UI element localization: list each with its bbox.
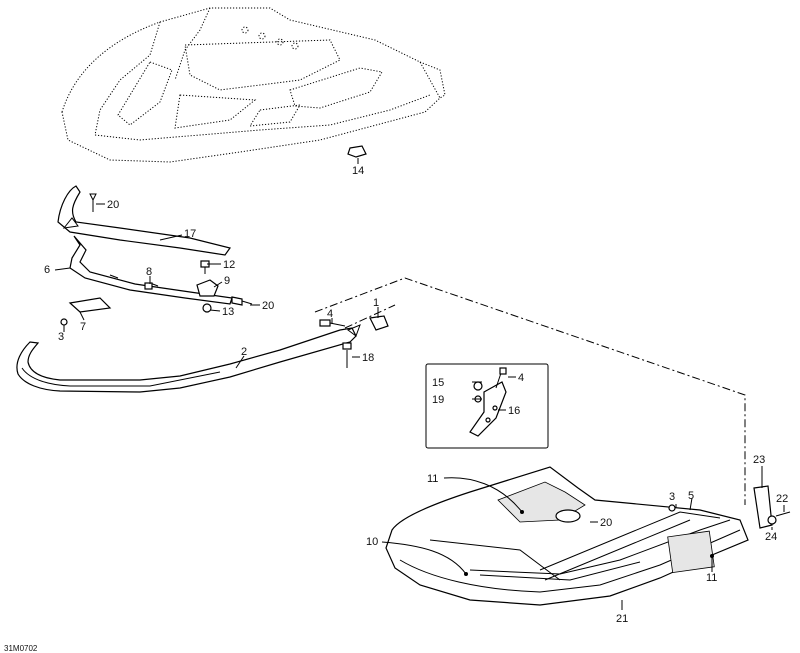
callout-13: 13	[222, 306, 234, 318]
rear-bracket-hardware	[753, 485, 791, 529]
belly-pan-part-21	[385, 466, 749, 606]
callout-15: 15	[432, 377, 444, 389]
detail-inset-box	[425, 363, 549, 449]
callout-11-b: 11	[706, 572, 717, 584]
callout-24: 24	[765, 531, 777, 543]
callout-20-c: 20	[600, 517, 612, 529]
callout-7: 7	[80, 321, 86, 333]
callout-6: 6	[44, 264, 50, 276]
callout-1: 1	[373, 297, 379, 309]
hood-outline	[61, 7, 446, 163]
callout-23: 23	[753, 454, 765, 466]
callout-3-b: 3	[669, 491, 675, 503]
callout-8: 8	[146, 266, 152, 278]
bumper-part-2	[16, 327, 357, 393]
diagram-code: 31M0702	[4, 644, 38, 653]
callout-4-b: 4	[518, 372, 524, 384]
callout-2: 2	[241, 346, 247, 358]
callout-19: 19	[432, 394, 444, 406]
fastener-hardware	[60, 193, 253, 332]
assembly-guide-lines	[314, 277, 746, 505]
callout-3: 3	[58, 331, 64, 343]
callout-22: 22	[776, 493, 788, 505]
callout-labels: 14 20 17 6 8 12 9 20 13 3 7 1 4 2 18 15 …	[44, 165, 788, 625]
callout-21: 21	[616, 613, 628, 625]
leader-lines	[54, 158, 785, 610]
callout-16: 16	[508, 405, 520, 417]
callout-9: 9	[224, 275, 230, 287]
bumper-end-hardware	[319, 315, 389, 368]
callout-4: 4	[327, 308, 333, 320]
callout-11: 11	[427, 473, 438, 485]
callout-12: 12	[223, 259, 235, 271]
callout-20: 20	[107, 199, 119, 211]
callout-5: 5	[688, 490, 694, 502]
callout-14: 14	[352, 165, 364, 177]
callout-20-b: 20	[262, 300, 274, 312]
clip-part-14	[347, 145, 367, 164]
front-bumper-support	[57, 185, 233, 305]
callout-10: 10	[366, 536, 378, 548]
callout-17: 17	[184, 228, 196, 240]
callout-18: 18	[362, 352, 374, 364]
